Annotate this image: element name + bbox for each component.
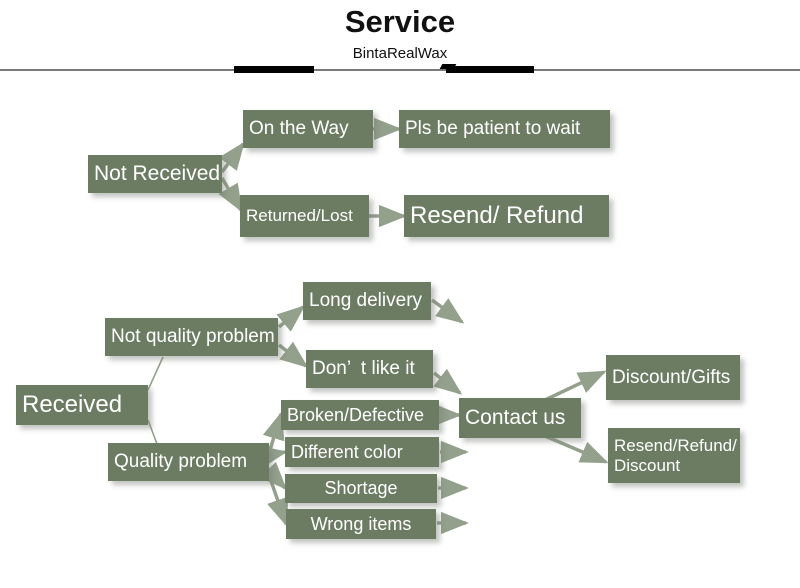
node-resend-refund-discount[interactable]: Resend/Refund/ Discount: [608, 428, 740, 483]
node-returned-lost[interactable]: Returned/Lost: [240, 195, 369, 237]
node-label: Resend/Refund/ Discount: [614, 435, 737, 475]
node-not-quality-problem[interactable]: Not quality problem: [105, 318, 278, 356]
node-different-color[interactable]: Different color: [285, 437, 439, 467]
brand-label: BintaRealWax: [352, 45, 448, 62]
node-not-received[interactable]: Not Received: [88, 155, 222, 193]
header-divider-accent-left: [234, 66, 314, 73]
header-divider-accent-right: [446, 66, 534, 73]
node-label: Not Received: [94, 162, 221, 185]
node-label: Contact us: [465, 406, 566, 429]
node-shortage[interactable]: Shortage: [285, 474, 437, 503]
node-label: Don’ t like it: [312, 358, 415, 379]
node-label: Long delivery: [309, 290, 423, 311]
node-label: Wrong items: [310, 513, 412, 534]
node-label: Not quality problem: [111, 326, 275, 347]
node-label: Shortage: [324, 478, 398, 498]
node-label: Pls be patient to wait: [405, 118, 581, 139]
node-label: On the Way: [249, 118, 349, 139]
node-label: Quality problem: [114, 451, 248, 472]
node-pls-be-patient-to-wait[interactable]: Pls be patient to wait: [399, 110, 610, 148]
node-resend-refund[interactable]: Resend/ Refund: [404, 195, 609, 237]
node-discount-gifts[interactable]: Discount/Gifts: [606, 355, 740, 400]
page-title: Service: [344, 4, 456, 39]
header-divider-line: [0, 69, 800, 71]
node-broken-defective[interactable]: Broken/Defective: [281, 400, 439, 430]
node-label: Received: [22, 391, 123, 418]
node-dont-like-it[interactable]: Don’ t like it: [306, 350, 433, 388]
node-wrong-items[interactable]: Wrong items: [286, 509, 436, 539]
node-long-delivery[interactable]: Long delivery: [303, 282, 431, 320]
node-received[interactable]: Received: [16, 385, 148, 425]
node-label: Different color: [291, 441, 403, 462]
node-contact-us[interactable]: Contact us: [459, 398, 581, 438]
node-label: Returned/Lost: [246, 206, 353, 225]
node-label: Discount/Gifts: [612, 366, 731, 388]
node-label: Broken/Defective: [287, 404, 425, 425]
node-on-the-way[interactable]: On the Way: [243, 110, 373, 148]
node-label: Resend/ Refund: [410, 202, 584, 229]
node-quality-problem[interactable]: Quality problem: [108, 443, 269, 481]
